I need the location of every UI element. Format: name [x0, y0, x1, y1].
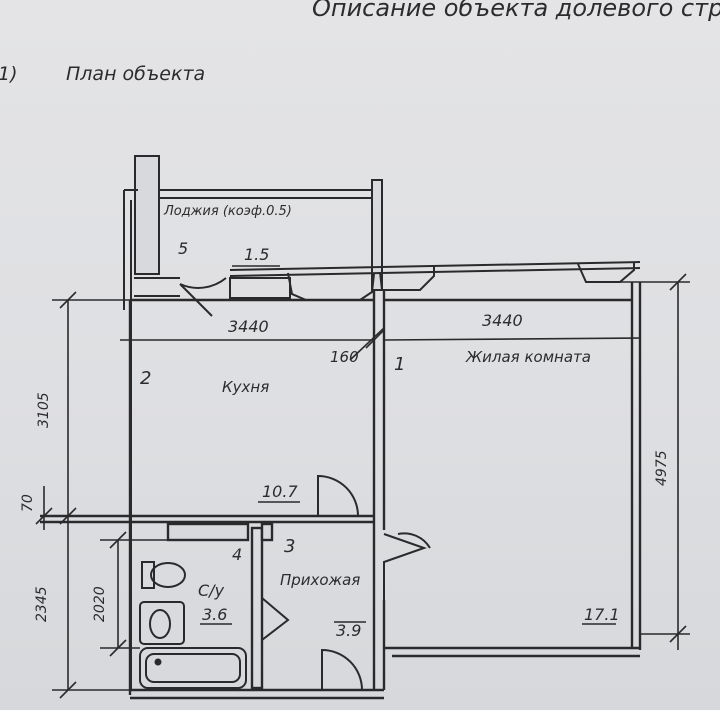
living-number: 1: [394, 354, 405, 375]
kitchen-area: 10.7: [262, 482, 298, 501]
section-number: 1): [0, 63, 18, 85]
bathroom-name: С/у: [198, 581, 225, 600]
kitchen-number: 2: [140, 368, 151, 389]
section-title: План объекта: [66, 63, 205, 85]
hallway-number: 3: [284, 536, 295, 557]
bathroom-area: 3.6: [202, 605, 227, 624]
dim-kitchen-depth: 3105: [36, 392, 52, 428]
kitchen-name: Кухня: [222, 378, 269, 396]
dim-living-depth: 4975: [654, 450, 670, 486]
loggia-name: Лоджия (коэф.0.5): [163, 204, 292, 219]
living-area: 17.1: [584, 605, 620, 624]
loggia-number: 5: [178, 239, 188, 258]
living-name: Жилая комната: [465, 348, 591, 366]
loggia-area: 1.5: [244, 245, 269, 264]
dim-wall-160: 160: [330, 348, 359, 366]
dim-partition: 70: [20, 494, 36, 512]
hallway-name: Прихожая: [280, 571, 360, 589]
bathroom-fixtures: [139, 561, 247, 689]
header-top-text: Описание объекта долевого строи: [312, 0, 720, 22]
window-row: [229, 261, 641, 301]
dim-bath-inner: 2020: [92, 586, 108, 622]
dim-kitchen-width: 3440: [228, 317, 269, 336]
dim-living-width: 3440: [482, 311, 523, 330]
dimension-lines: [35, 265, 690, 699]
doors: [261, 474, 431, 691]
hallway-area: 3.9: [336, 621, 361, 640]
dim-bath-block: 2345: [34, 586, 50, 622]
bathroom-number: 4: [232, 545, 242, 564]
